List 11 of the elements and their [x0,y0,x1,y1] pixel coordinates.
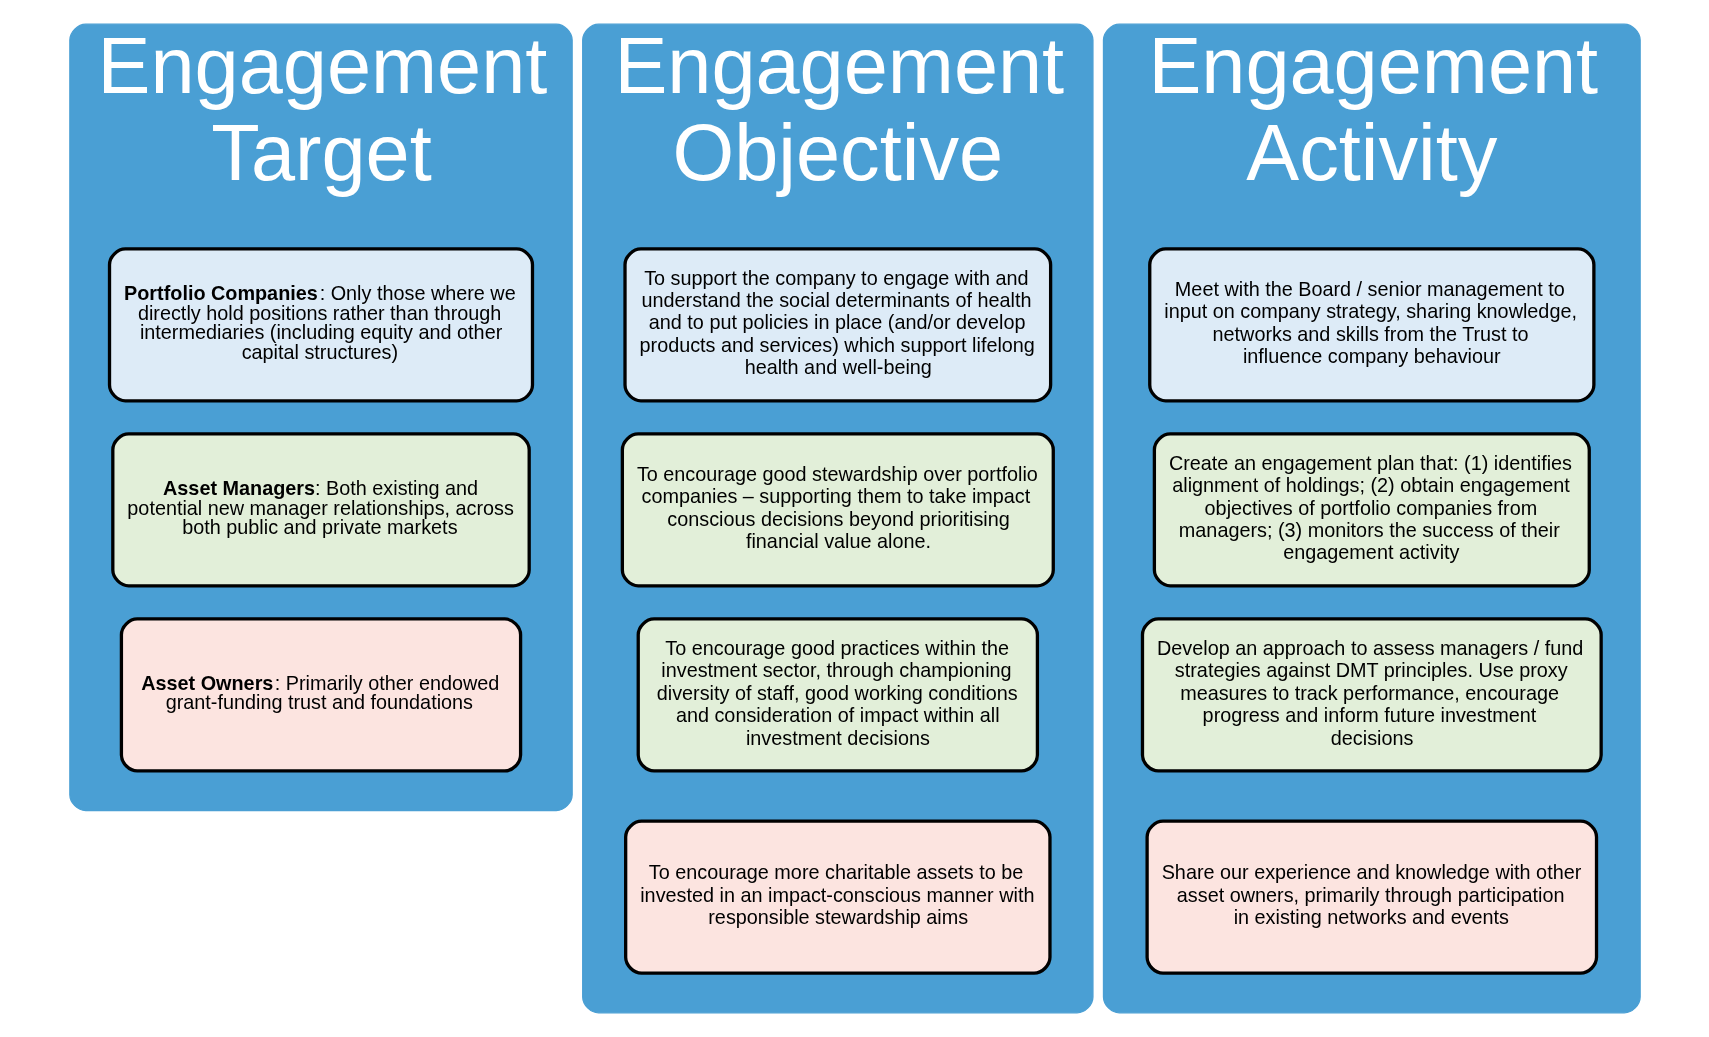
node-box: To encourage more charitable assets to be invested in an impact-conscious manner with responsible stewardship aims [623,819,1052,975]
node-box: Asset Owners: Primarily other endowed grant-funding trust and foundations [119,617,522,773]
node-box: Asset Managers: Both existing and potential new manager relationships, across both public and private markets [110,432,531,588]
node-box: Portfolio Companies: Only those where we directly hold positions rather than through intermediaries (including equity and other capital structures) [107,247,534,403]
node-box: Create an engagement plan that: (1) identifies alignment of holdings; (2) obtain engagement objectives of portfolio companies from managers; (3) monitors the success of their engagement activity [1152,432,1591,588]
node-box: To encourage good practices within the investment sector, through championing diversity of staff, good working conditions and consideration of impact within all investment decisions [636,617,1039,773]
node-box: To support the company to engage with and understand the social determinants of health and to put policies in place (and/or develop products and services) which support lifelong health and well-being [622,247,1052,403]
node-box: Share our experience and knowledge with other asset owners, primarily through participation in existing networks and events [1144,819,1598,975]
node-box: To encourage good stewardship over portfolio companies – supporting them to take impact conscious decisions beyond prioritising financial value alone. [620,432,1055,588]
node-box: Meet with the Board / senior management to input on company strategy, sharing knowledge, networks and skills from the Trust to influence company behaviour [1147,247,1596,403]
node-box: Develop an approach to assess managers / fund strategies against DMT principles. Use proxy measures to track performance, encourage progress and inform future investment decisions [1140,617,1603,773]
